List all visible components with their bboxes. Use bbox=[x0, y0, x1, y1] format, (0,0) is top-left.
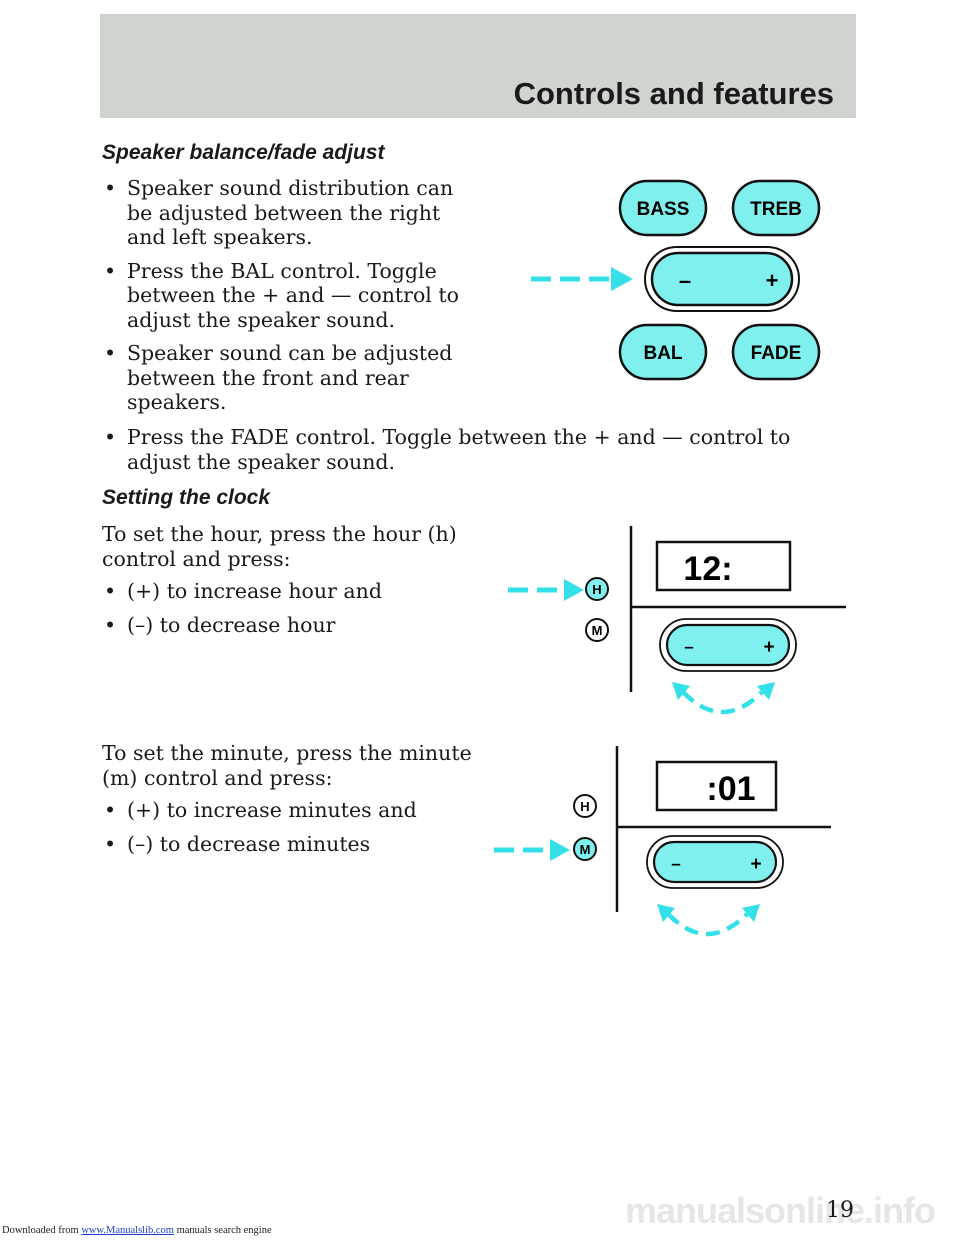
minus-icon: – bbox=[671, 854, 680, 873]
balance-heading: Speaker balance/fade adjust bbox=[102, 141, 385, 164]
hour-button: H bbox=[573, 794, 597, 818]
fade-bullet: Press the FADE control. Toggle between t… bbox=[102, 425, 822, 483]
minute-button: M bbox=[573, 837, 597, 861]
bass-button: BASS bbox=[618, 179, 708, 237]
svg-text:FADE: FADE bbox=[751, 343, 802, 364]
bal-button: BAL bbox=[618, 323, 708, 381]
list-item: Speaker sound distribution can be adjust… bbox=[102, 176, 482, 250]
hour-intro: To set the hour, press the hour (h) cont… bbox=[102, 522, 457, 571]
toggle-arrows-icon bbox=[672, 682, 775, 715]
svg-text:TREB: TREB bbox=[750, 199, 802, 220]
svg-text:BASS: BASS bbox=[637, 199, 690, 220]
svg-text:M: M bbox=[580, 842, 591, 857]
page-number: 19 bbox=[826, 1198, 854, 1223]
svg-text:M: M bbox=[592, 623, 603, 638]
page-header-title: Controls and features bbox=[513, 76, 834, 111]
hour-bullets: (+) to increase hour and (–) to decrease… bbox=[102, 579, 482, 646]
watermark: manualsonline.info bbox=[625, 1190, 936, 1231]
svg-text::01: :01 bbox=[706, 770, 755, 808]
footer-suffix: manuals search engine bbox=[173, 1225, 272, 1236]
toggle-arrows-icon bbox=[657, 904, 760, 937]
list-item: Press the FADE control. Toggle between t… bbox=[102, 425, 822, 474]
hour-button: H bbox=[585, 577, 609, 601]
header-band: Controls and features bbox=[100, 14, 856, 118]
minute-display: :01 bbox=[655, 760, 778, 812]
rocker-switch: – + bbox=[646, 835, 784, 889]
balance-diagram: BASS TREB – + BAL FADE bbox=[531, 179, 821, 381]
arrow-right-icon bbox=[494, 839, 570, 861]
list-item: Speaker sound can be adjusted between th… bbox=[102, 341, 482, 415]
minus-icon: – bbox=[684, 637, 693, 656]
balance-bullets: Speaker sound distribution can be adjust… bbox=[102, 176, 482, 424]
minute-button: M bbox=[585, 618, 609, 642]
minus-icon: – bbox=[679, 268, 691, 293]
svg-text:H: H bbox=[580, 799, 589, 814]
plus-icon: + bbox=[763, 637, 774, 658]
hour-display: 12: bbox=[655, 540, 792, 592]
plus-icon: + bbox=[766, 268, 779, 293]
list-item: (+) to increase minutes and bbox=[102, 798, 482, 823]
footer-prefix: Downloaded from bbox=[2, 1225, 82, 1236]
download-footer: Downloaded from www.Manualslib.com manua… bbox=[2, 1225, 272, 1236]
clock-heading: Setting the clock bbox=[102, 486, 271, 509]
list-item: (+) to increase hour and bbox=[102, 579, 482, 604]
svg-text:H: H bbox=[592, 582, 601, 597]
fade-button: FADE bbox=[731, 323, 821, 381]
arrow-right-icon bbox=[531, 267, 633, 291]
rocker-switch: – + bbox=[659, 618, 797, 672]
hour-diagram: 12: H M – + bbox=[508, 526, 846, 715]
minute-intro: To set the minute, press the minute (m) … bbox=[102, 741, 472, 790]
manualslib-link[interactable]: www.Manualslib.com bbox=[81, 1225, 174, 1236]
arrow-right-icon bbox=[508, 579, 584, 601]
plus-icon: + bbox=[750, 854, 761, 875]
list-item: (–) to decrease minutes bbox=[102, 832, 482, 857]
rocker-switch: – + bbox=[644, 246, 800, 312]
svg-text:12:: 12: bbox=[683, 550, 732, 588]
list-item: (–) to decrease hour bbox=[102, 613, 482, 638]
list-item: Press the BAL control. Toggle between th… bbox=[102, 259, 482, 333]
minute-bullets: (+) to increase minutes and (–) to decre… bbox=[102, 798, 482, 865]
svg-text:BAL: BAL bbox=[643, 343, 682, 364]
treb-button: TREB bbox=[731, 179, 821, 237]
minute-diagram: :01 H M – + bbox=[494, 746, 831, 937]
